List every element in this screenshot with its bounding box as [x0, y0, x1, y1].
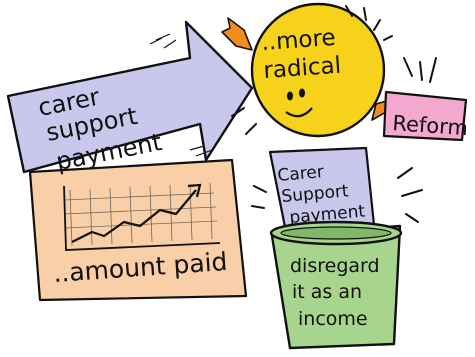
bin-line-3: income — [298, 308, 368, 330]
carer-support-payment-arrow: carer support payment — [6, 20, 254, 176]
wastebin-icon: Carer Support payment disregard it as an… — [251, 146, 423, 350]
bin-line-2: it as an — [292, 281, 362, 303]
more-radical-sun: ..more radical — [221, 2, 437, 138]
reform-label: Reform — [392, 111, 469, 140]
sun-line-2: radical — [263, 53, 342, 84]
rising-line-chart-icon — [71, 189, 197, 243]
sun-face-icon — [285, 88, 313, 118]
bin-line-1: disregard — [290, 255, 380, 277]
amount-paid-graph: ..amount paid — [28, 158, 248, 302]
sun-line-1: ..more — [261, 25, 337, 56]
paper-line-1: Carer — [277, 162, 325, 186]
reform-sign: Reform — [382, 90, 469, 142]
